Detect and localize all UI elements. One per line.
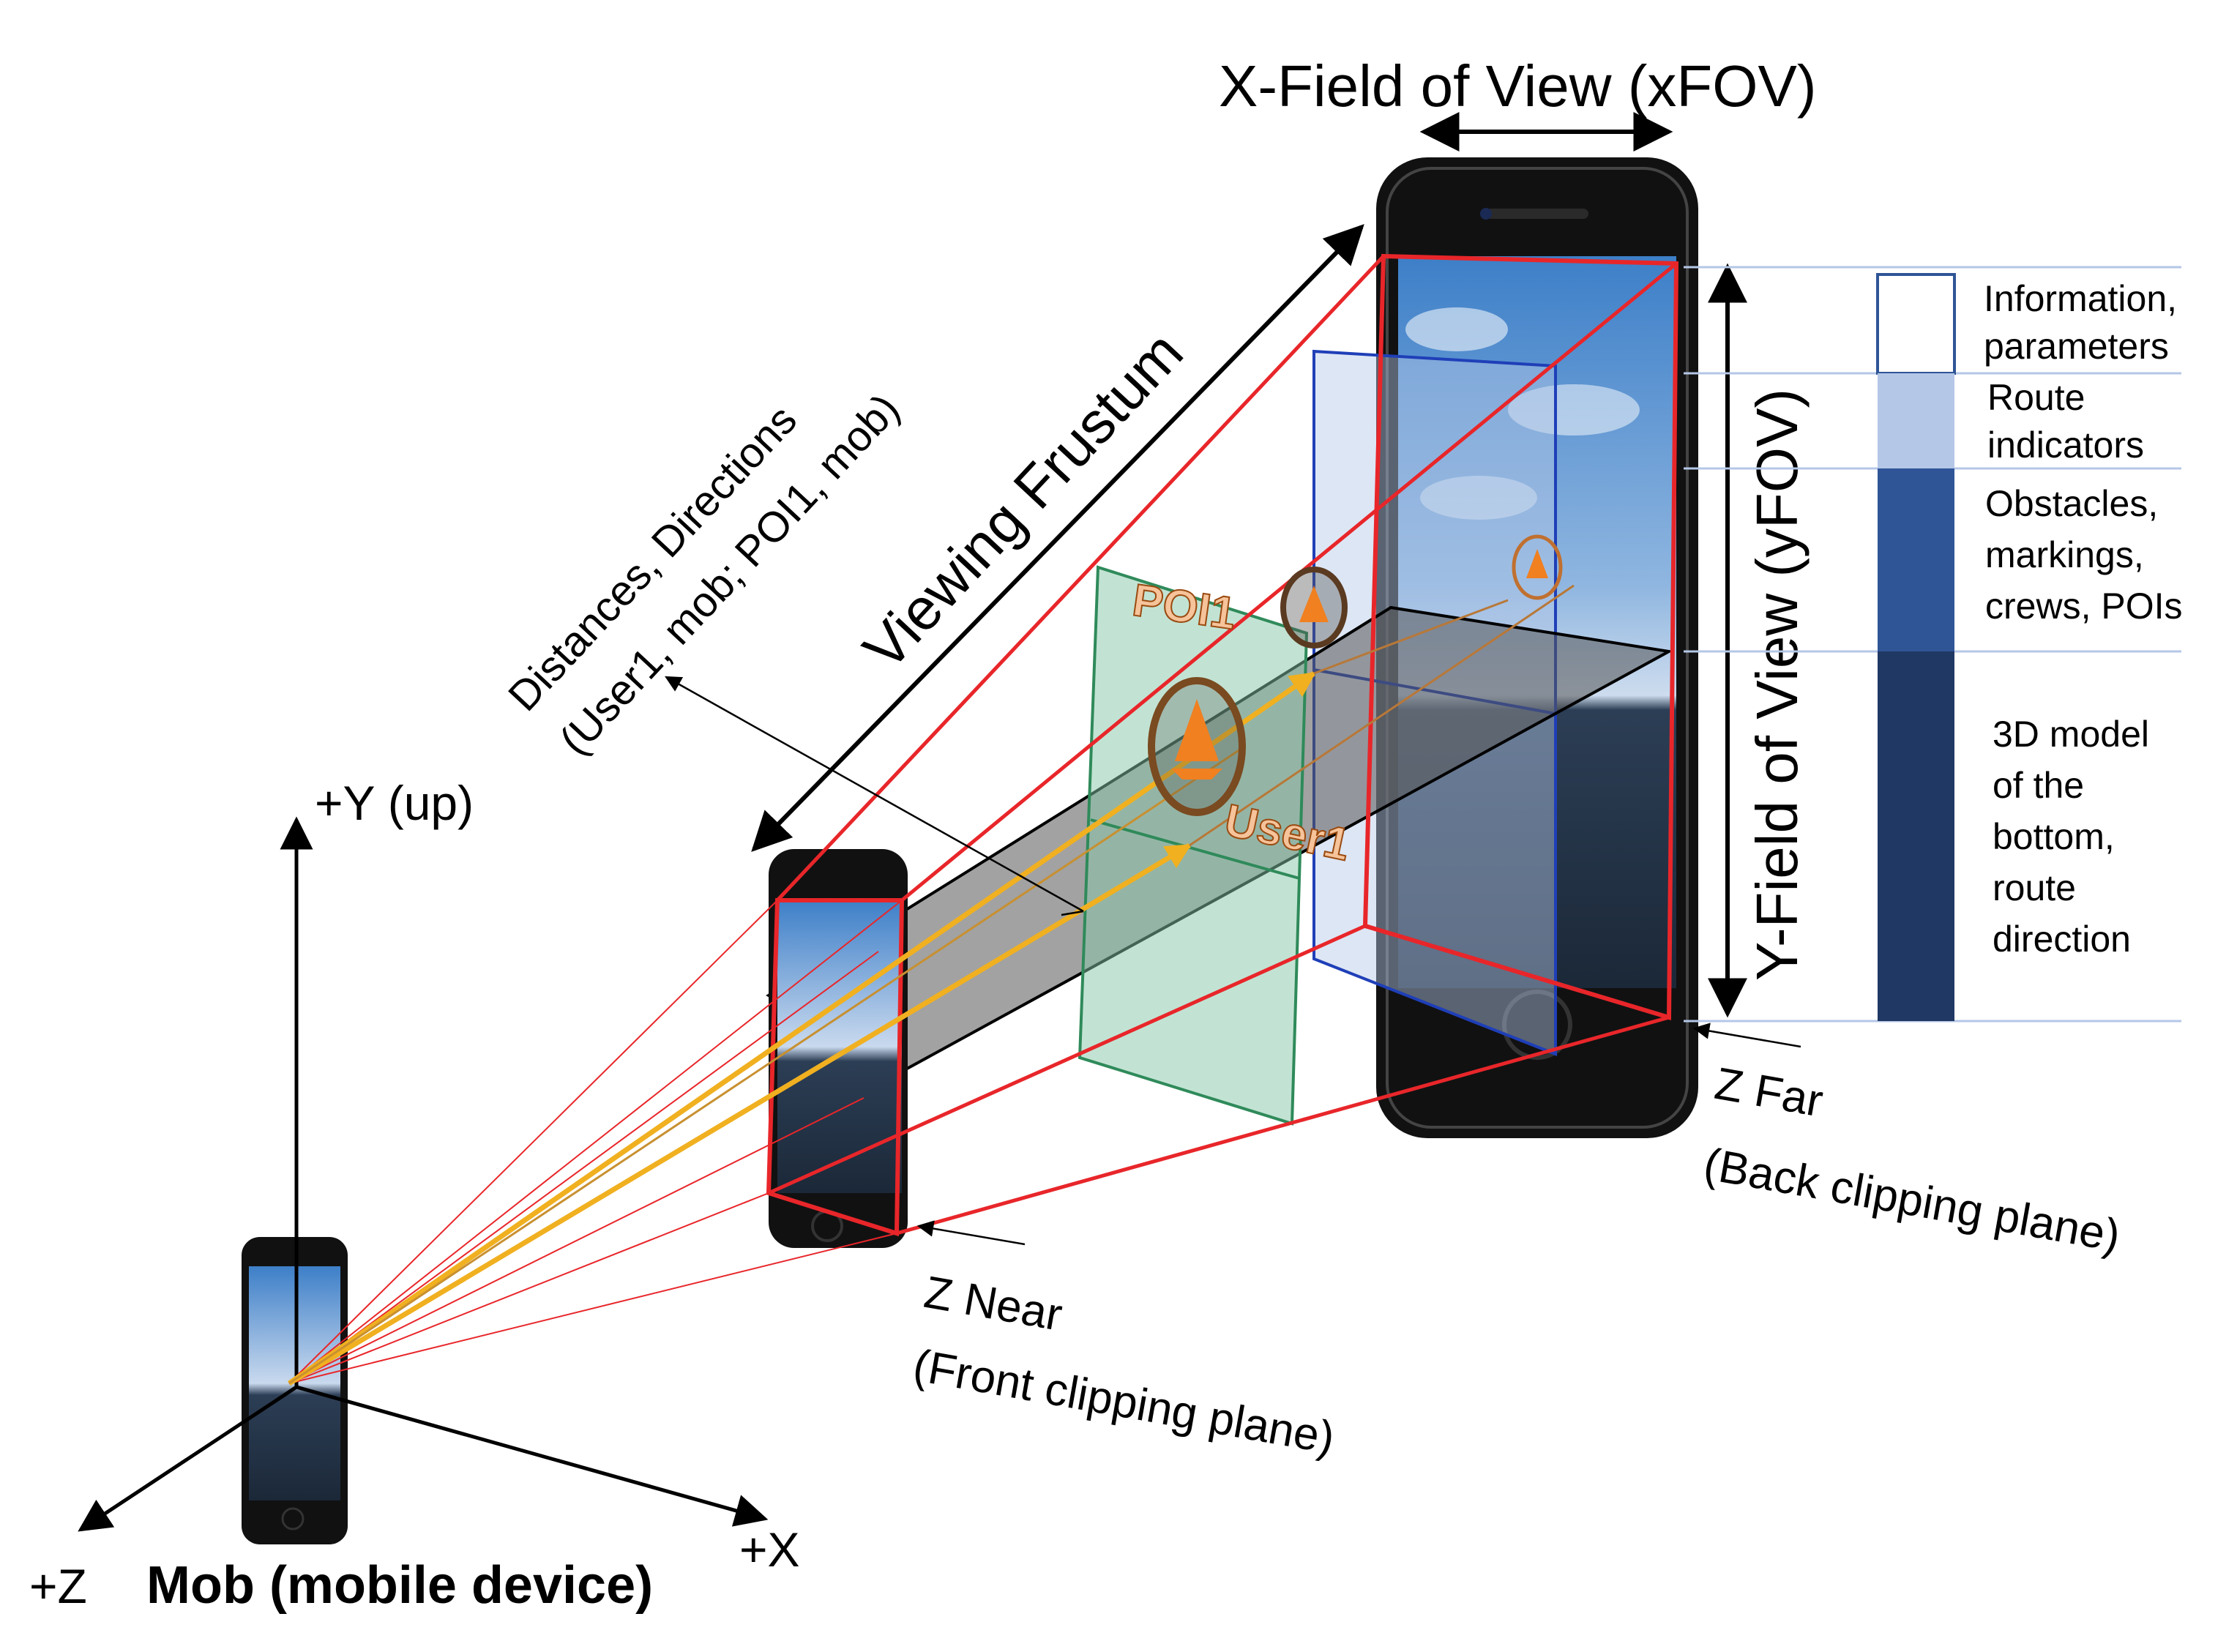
- legend-swatch-2: [1878, 468, 1954, 651]
- far-boat-marker-icon: [1512, 534, 1563, 600]
- legend-text-2: Obstacles, markings, crews, POIs: [1985, 483, 2182, 627]
- mob-phone: [242, 1237, 348, 1544]
- coordinate-axes: [78, 816, 769, 1532]
- legend-text-0: Information, parameters: [1984, 278, 2187, 367]
- home-button-icon: [281, 1507, 305, 1530]
- legend-swatch-0: [1876, 273, 1956, 375]
- znear-label-line1: Z Near: [921, 1267, 1067, 1341]
- user-marker-icon: [1148, 677, 1246, 816]
- poi-marker-icon: [1280, 567, 1348, 649]
- legend-swatch-3: [1878, 651, 1954, 1021]
- legend-text-3: 3D model of the bottom, route direction: [1993, 714, 2159, 960]
- camera-icon: [1480, 208, 1492, 220]
- legend-text-1: Route indicators: [1987, 377, 2144, 466]
- x-axis-label: +X: [739, 1522, 800, 1577]
- distances-pointer: [665, 676, 1084, 913]
- home-button-icon: [1502, 990, 1572, 1060]
- near-phone: [769, 849, 908, 1248]
- zfar-label-line2: (Back clipping plane): [1700, 1139, 2124, 1262]
- zfar-pointer: [1692, 1023, 1801, 1048]
- legend-swatch-1: [1878, 373, 1954, 468]
- mob-label: Mob (mobile device): [146, 1556, 653, 1615]
- y-axis-label: +Y (up): [315, 776, 474, 830]
- legend: Information, parameters Route indicators…: [1684, 266, 2187, 1023]
- speaker-icon: [1486, 209, 1588, 219]
- yfov-label: Y-Field of View (yFOV): [1744, 389, 1810, 981]
- znear-label-line2: (Front clipping plane): [910, 1340, 1339, 1464]
- z-axis-label: +Z: [29, 1559, 87, 1613]
- zfar-label-line1: Z Far: [1711, 1058, 1827, 1127]
- xfov-label: X-Field of View (xFOV): [1219, 53, 1816, 119]
- znear-pointer: [916, 1220, 1026, 1246]
- frustum-arrow: [751, 224, 1364, 852]
